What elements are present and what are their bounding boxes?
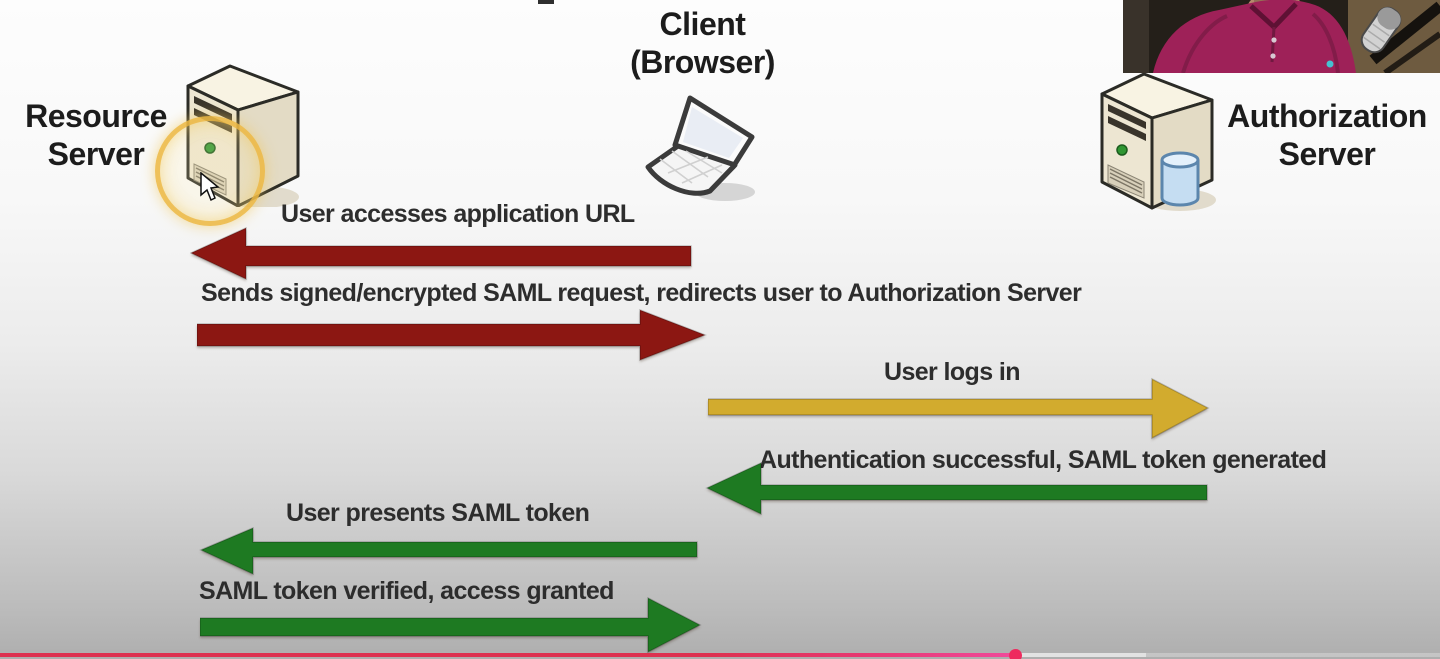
flow-label-user-logs-in: User logs in xyxy=(884,358,1021,386)
flow-label-token-verified: SAML token verified, access granted xyxy=(199,577,614,605)
click-highlight-ring xyxy=(155,116,265,226)
presenter-video xyxy=(1123,0,1440,73)
resource-server-title: Resource Server xyxy=(10,97,182,173)
client-title-line1: Client xyxy=(659,6,746,42)
flow-arrow-user-logs-in xyxy=(708,377,1210,440)
client-title-line2: (Browser) xyxy=(630,44,775,80)
flow-label-auth-successful: Authentication successful, SAML token ge… xyxy=(759,446,1327,474)
flow-label-saml-request: Sends signed/encrypted SAML request, red… xyxy=(201,279,1082,307)
server-database-icon xyxy=(1100,72,1216,211)
flow-arrow-auth-successful xyxy=(705,461,1208,515)
resource-server-title-line2: Server xyxy=(47,136,145,172)
flow-arrow-saml-request xyxy=(197,308,707,362)
authorization-server-title-line2: Server xyxy=(1278,136,1376,172)
slide-edge-artifact xyxy=(538,0,554,4)
resource-server-title-line1: Resource xyxy=(25,98,167,134)
mouse-pointer-icon xyxy=(200,172,220,202)
laptop-icon xyxy=(645,95,755,201)
video-progress-played[interactable] xyxy=(0,653,1015,657)
video-playhead-dot[interactable] xyxy=(1009,649,1022,659)
flow-arrow-user-accesses-url xyxy=(190,227,692,280)
webcam-overlay xyxy=(1123,0,1440,73)
client-title: Client (Browser) xyxy=(595,5,810,81)
flow-arrow-token-verified xyxy=(200,597,702,653)
microphone-icon xyxy=(1360,6,1402,54)
flow-label-presents-token: User presents SAML token xyxy=(286,499,590,527)
authorization-server-title-line1: Authorization xyxy=(1227,98,1427,134)
authorization-server-title: Authorization Server xyxy=(1218,97,1436,173)
flow-arrow-presents-token xyxy=(199,527,698,575)
flow-label-user-accesses-url: User accesses application URL xyxy=(281,200,635,228)
